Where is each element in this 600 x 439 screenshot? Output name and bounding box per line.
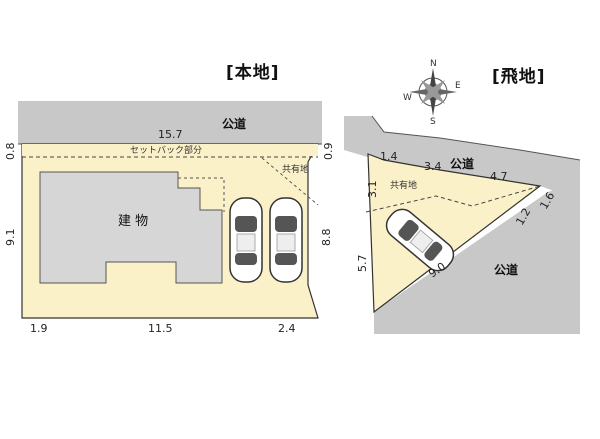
annex-lot [367, 153, 542, 314]
annex-road-bottom [374, 180, 580, 334]
compass-w-label: W [403, 93, 412, 103]
annex-dim-3: 4.7 [490, 170, 508, 183]
compass-n-label: N [430, 59, 437, 69]
shared-diagonal [261, 157, 319, 206]
annex-road-top [344, 116, 580, 200]
car-icon [229, 197, 263, 283]
annex-road-bottom-label: 公道 [494, 262, 518, 277]
annex-dim-1: 1.4 [380, 150, 398, 163]
annex-road-edge [371, 115, 581, 161]
annex-dashed-line [365, 185, 541, 213]
building [39, 171, 223, 284]
annex-dim-5: 5.7 [356, 255, 369, 273]
annex-dim-4: 3.1 [366, 181, 379, 199]
compass-rose-icon: N E S W [403, 59, 461, 127]
building-label: 建 物 [118, 214, 148, 229]
main-dim-left: 9.1 [4, 229, 17, 247]
annex-road-top-label: 公道 [450, 156, 474, 171]
main-dim-bottom-mid: 11.5 [148, 322, 173, 335]
main-dim-right: 8.8 [320, 229, 333, 247]
main-road-label: 公道 [222, 116, 246, 131]
main-dashed-line [178, 177, 225, 212]
setback-area [22, 144, 318, 156]
annex-lot-title: [飛地] [492, 67, 546, 87]
setback-label: セットバック部分 [130, 144, 202, 156]
compass-e-label: E [455, 81, 461, 91]
main-dim-bottom-right: 2.4 [278, 322, 296, 335]
car-icon [269, 197, 303, 283]
main-dim-top: 15.7 [158, 128, 183, 141]
annex-shared-label: 共有地 [390, 179, 417, 191]
compass-s-label: S [430, 117, 436, 127]
main-dim-bottom-left: 1.9 [30, 322, 48, 335]
main-road [18, 101, 322, 144]
car-icon [385, 208, 455, 272]
main-dim-left-setback: 0.8 [4, 143, 17, 161]
main-shared-label: 共有地 [282, 163, 309, 175]
main-lot-title: [本地] [226, 63, 280, 83]
main-dim-right-setback: 0.9 [322, 143, 335, 161]
annex-dim-2: 3.4 [424, 160, 442, 173]
